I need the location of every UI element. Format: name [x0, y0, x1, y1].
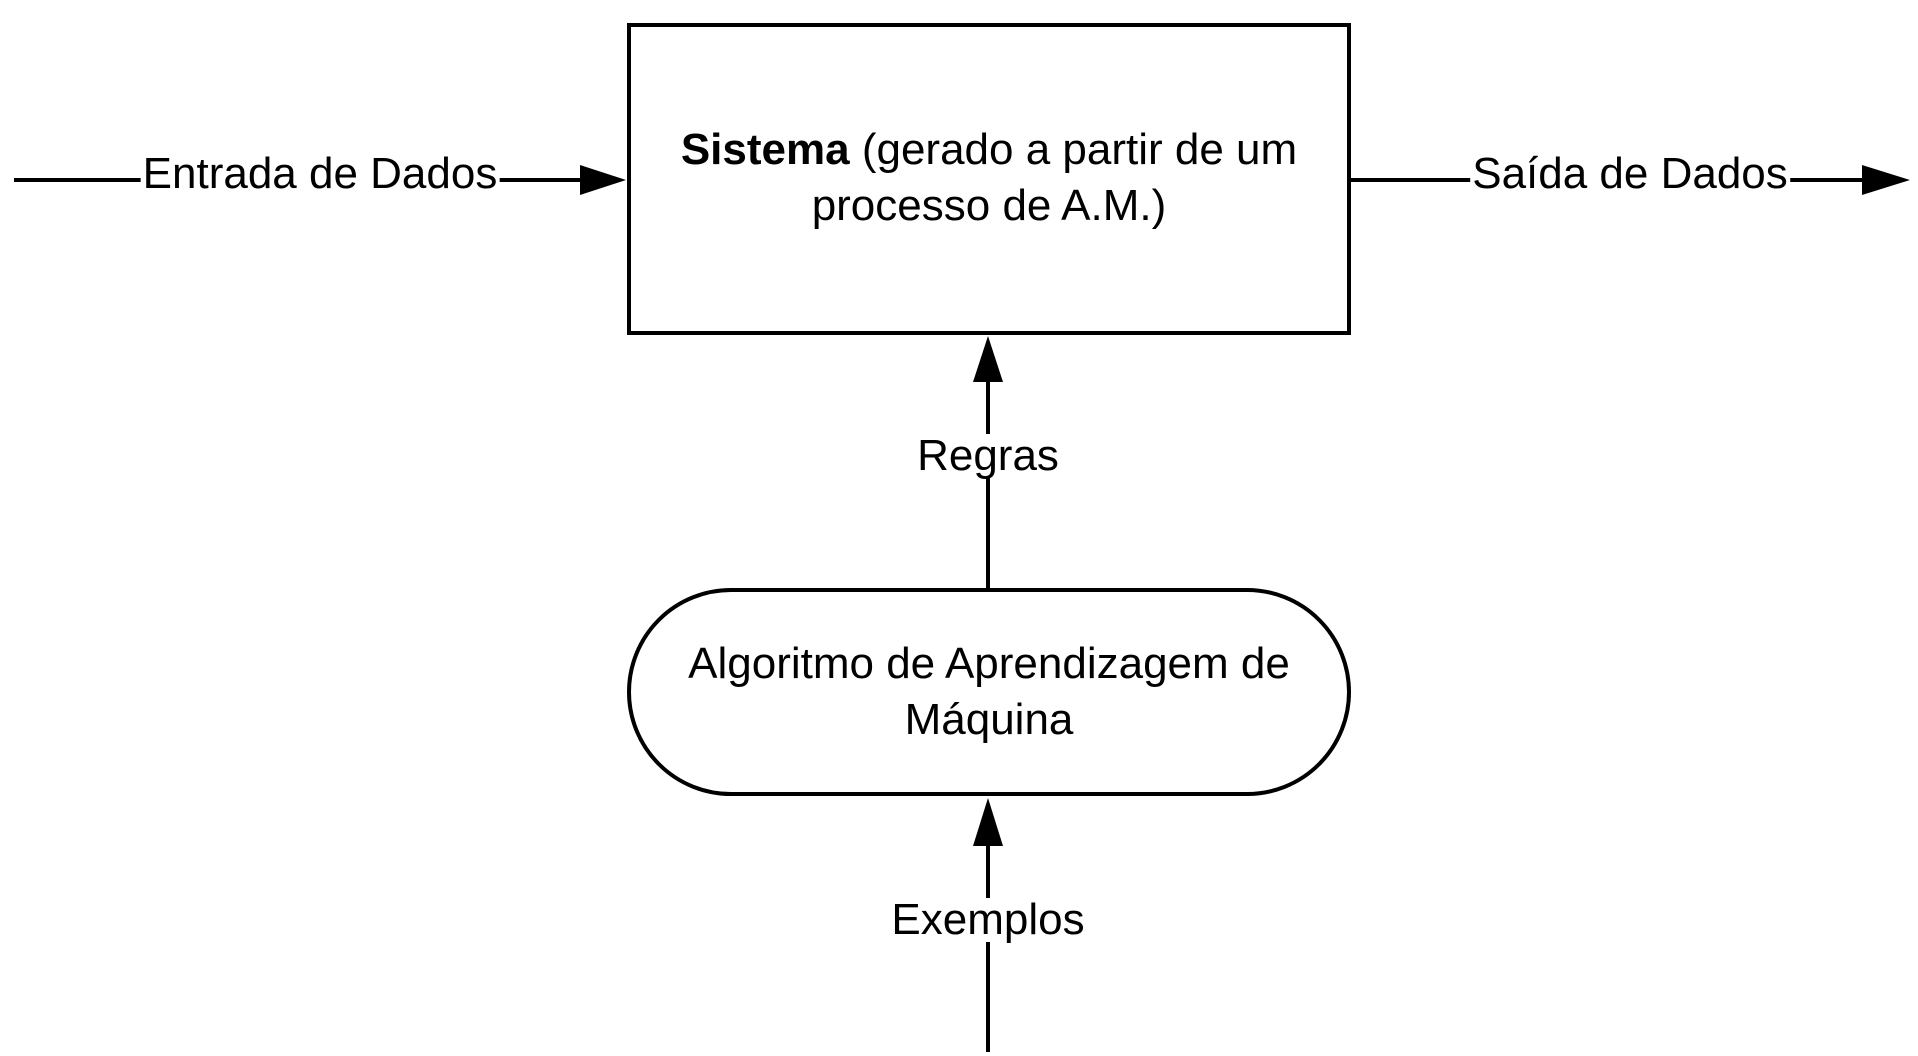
- output-label: Saída de Dados: [1470, 149, 1790, 198]
- algorithm-node-text: Algoritmo de Aprendizagem de Máquina: [660, 610, 1318, 774]
- algorithm-label: Algoritmo de Aprendizagem de Máquina: [688, 639, 1290, 744]
- system-description: (gerado a partir de um processo de A.M.): [811, 125, 1298, 230]
- examples-arrowhead: [973, 798, 1003, 846]
- rules-label: Regras: [915, 431, 1061, 480]
- rules-arrowhead: [973, 336, 1003, 382]
- system-box-text: Sistema (gerado a partir de um processo …: [660, 60, 1318, 296]
- system-title: Sistema: [680, 125, 850, 174]
- examples-label: Exemplos: [889, 895, 1087, 944]
- input-label: Entrada de Dados: [140, 149, 500, 198]
- output-arrowhead: [1862, 165, 1910, 195]
- system-box: [627, 23, 1351, 335]
- algorithm-node: [627, 588, 1351, 796]
- input-arrowhead: [580, 165, 626, 195]
